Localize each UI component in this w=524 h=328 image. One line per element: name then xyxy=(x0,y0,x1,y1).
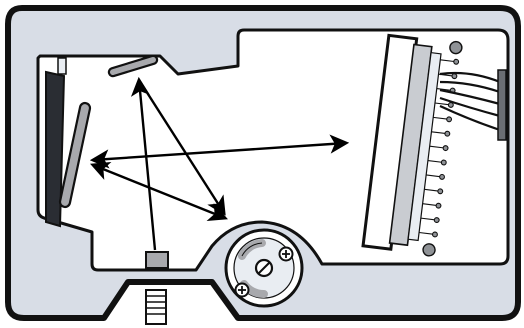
detector-pin xyxy=(424,188,439,192)
detector-pin xyxy=(436,88,451,91)
collimating-mirror-icon xyxy=(58,101,92,209)
detector-pin-tip xyxy=(453,58,460,65)
detector-pin xyxy=(420,217,435,221)
detector-pin xyxy=(440,59,455,63)
detector-pin xyxy=(431,131,446,135)
collimating-mirror-mount xyxy=(45,57,67,228)
detector-pin-tip xyxy=(451,73,458,80)
detector-pin xyxy=(433,116,448,120)
detector-pin-tip xyxy=(444,130,451,137)
entrance-slit-icon xyxy=(145,251,169,269)
detector-pin-tip xyxy=(437,188,444,195)
detector-pin-tip xyxy=(442,145,449,152)
rotating-grating-icon xyxy=(224,228,304,308)
cable-port-icon xyxy=(497,69,507,141)
detector-pin xyxy=(429,145,444,149)
linear-detector-icon xyxy=(361,33,463,257)
detector-pin xyxy=(419,231,434,235)
detector-pin-tip xyxy=(433,217,440,224)
detector-pin-tip xyxy=(440,159,447,166)
fiber-connector-icon xyxy=(145,289,167,325)
detector-cables xyxy=(439,71,501,132)
detector-pin-tip xyxy=(435,202,442,209)
detector-pin-tip xyxy=(432,231,438,238)
detector-pin xyxy=(422,203,437,206)
detector-pin xyxy=(426,174,441,178)
detector-pin xyxy=(427,160,442,163)
detector-pin-tip xyxy=(446,116,453,123)
focusing-mirror-icon xyxy=(107,54,159,78)
detector-pin-tip xyxy=(439,173,445,180)
detector-pin xyxy=(434,102,449,106)
light-path xyxy=(89,76,350,251)
